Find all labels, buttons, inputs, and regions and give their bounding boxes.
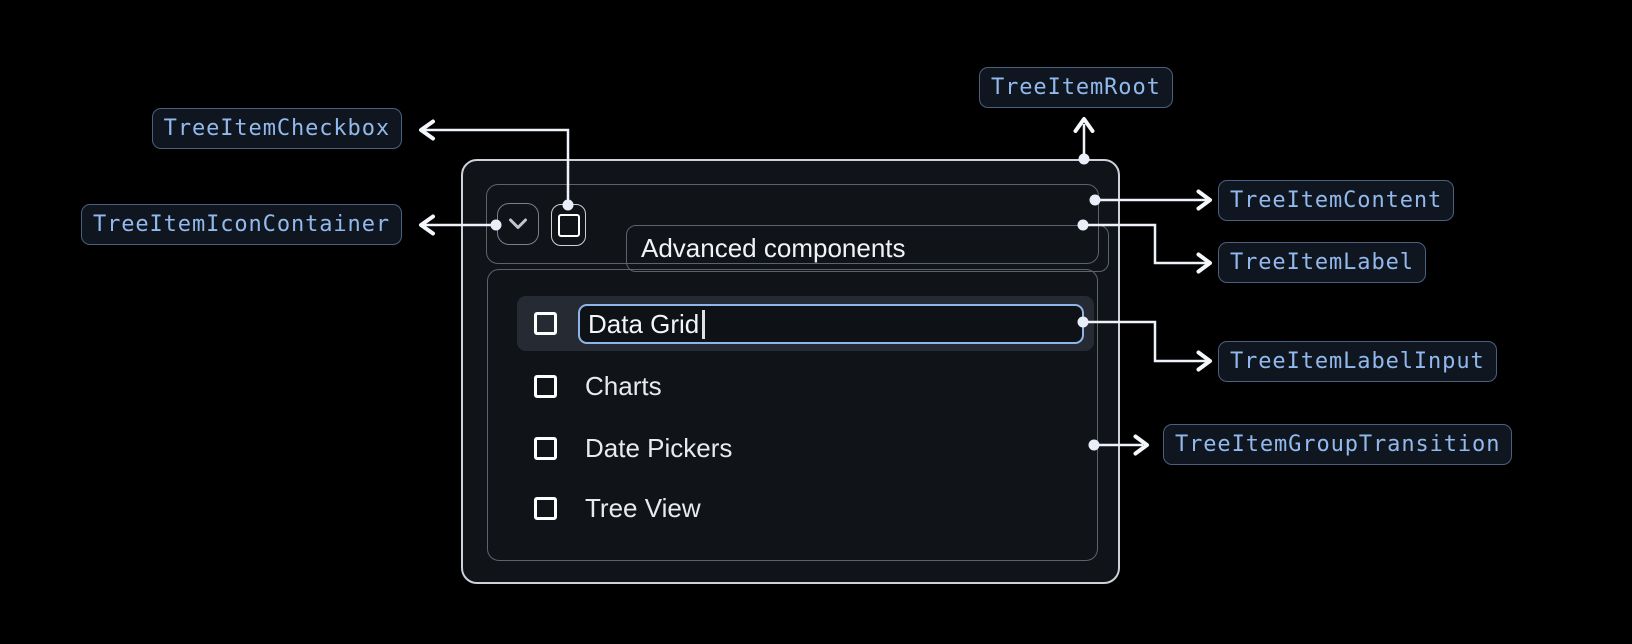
tree-item-label-input[interactable]: Data Grid	[578, 304, 1084, 344]
label-input-value: Data Grid	[588, 308, 700, 339]
badge-tree-item-checkbox: TreeItemCheckbox	[151, 108, 402, 149]
text-cursor	[702, 309, 705, 339]
badge-tree-item-group-transition: TreeItemGroupTransition	[1163, 424, 1513, 465]
tree-item-label: Tree View	[585, 492, 701, 523]
badge-tree-item-label: TreeItemLabel	[1218, 242, 1426, 283]
tree-item-row-editing[interactable]: Data Grid	[517, 296, 1094, 351]
tree-item-label: Charts	[585, 370, 662, 401]
tree-item-row[interactable]: Charts	[534, 370, 662, 401]
connector-tree-item-root	[1073, 117, 1095, 165]
tree-item-group-transition: Data Grid Charts Date Pickers Tree View	[487, 269, 1098, 561]
badge-tree-item-icon-container: TreeItemIconContainer	[80, 204, 402, 245]
tree-item-content[interactable]: Advanced components	[486, 184, 1109, 272]
checkbox-unchecked-icon	[557, 213, 580, 237]
parent-item-label: Advanced components	[641, 233, 906, 263]
tree-item-root: Advanced components Data Grid Charts Dat…	[461, 159, 1120, 584]
tree-item-row[interactable]: Date Pickers	[534, 432, 733, 463]
tree-item-label: Advanced components	[626, 225, 1109, 272]
badge-tree-item-root: TreeItemRoot	[979, 67, 1173, 108]
tree-item-checkbox[interactable]	[551, 204, 586, 246]
checkbox-unchecked-icon[interactable]	[534, 496, 557, 520]
checkbox-unchecked-icon[interactable]	[534, 436, 557, 460]
tree-item-row[interactable]: Tree View	[534, 492, 701, 523]
badge-tree-item-label-input: TreeItemLabelInput	[1218, 341, 1497, 382]
tree-item-label: Date Pickers	[585, 432, 733, 463]
checkbox-unchecked-icon[interactable]	[534, 374, 557, 398]
chevron-down-icon	[509, 218, 527, 229]
tree-item-icon-container[interactable]	[497, 203, 539, 245]
checkbox-unchecked-icon[interactable]	[534, 312, 557, 335]
badge-tree-item-content: TreeItemContent	[1218, 180, 1455, 221]
